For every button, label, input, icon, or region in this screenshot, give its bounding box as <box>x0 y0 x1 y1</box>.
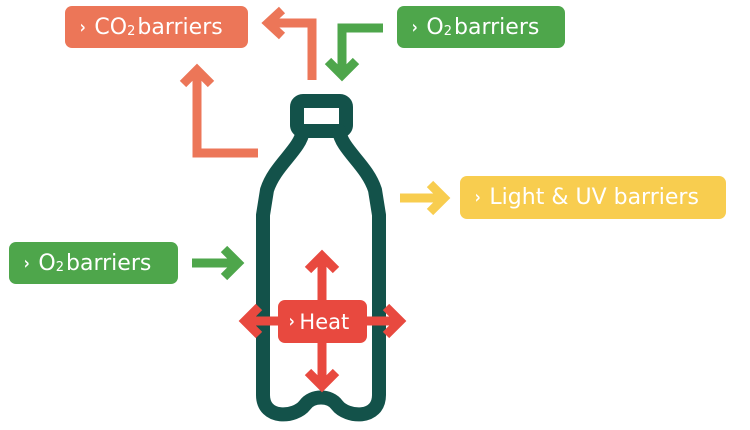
o2-in-arrow-top <box>324 23 383 82</box>
bottle-cap <box>290 94 353 138</box>
light-arrow <box>400 180 451 216</box>
heat-arrow-down <box>304 343 340 393</box>
o2-in-arrow-left <box>192 245 245 281</box>
chevron-right-icon: › <box>474 187 481 208</box>
bottle-body <box>256 124 386 422</box>
co2-label-suffix: barriers <box>137 14 223 40</box>
chevron-right-icon: › <box>79 16 86 38</box>
co2-label-subscript: 2 <box>127 23 136 39</box>
o2-top-label-suffix: barriers <box>454 14 540 40</box>
heat-arrow-left <box>238 303 278 339</box>
heat-arrows <box>238 249 407 393</box>
heat-label: › Heat <box>278 300 367 343</box>
heat-label-text: Heat <box>299 309 350 334</box>
chevron-right-icon: › <box>411 16 418 38</box>
heat-arrow-right <box>367 303 407 339</box>
chevron-right-icon: › <box>23 252 30 274</box>
o2-left-label-suffix: barriers <box>66 250 152 276</box>
o2-top-label-subscript: 2 <box>443 23 453 39</box>
chevron-right-icon: › <box>288 311 295 332</box>
o2-left-label-prefix: O <box>38 250 56 276</box>
co2-out-arrow-side <box>179 63 258 158</box>
heat-arrow-up <box>304 249 340 300</box>
bottle-icon <box>256 94 386 422</box>
co2-label-prefix: CO <box>94 14 128 40</box>
o2-top-label-prefix: O <box>426 14 444 40</box>
light-label-text: Light & UV barriers <box>489 185 699 210</box>
o2-left-label-subscript: 2 <box>55 259 65 275</box>
co2-out-arrow-top <box>261 6 317 80</box>
light-uv-barriers-label: › Light & UV barriers <box>460 176 726 219</box>
